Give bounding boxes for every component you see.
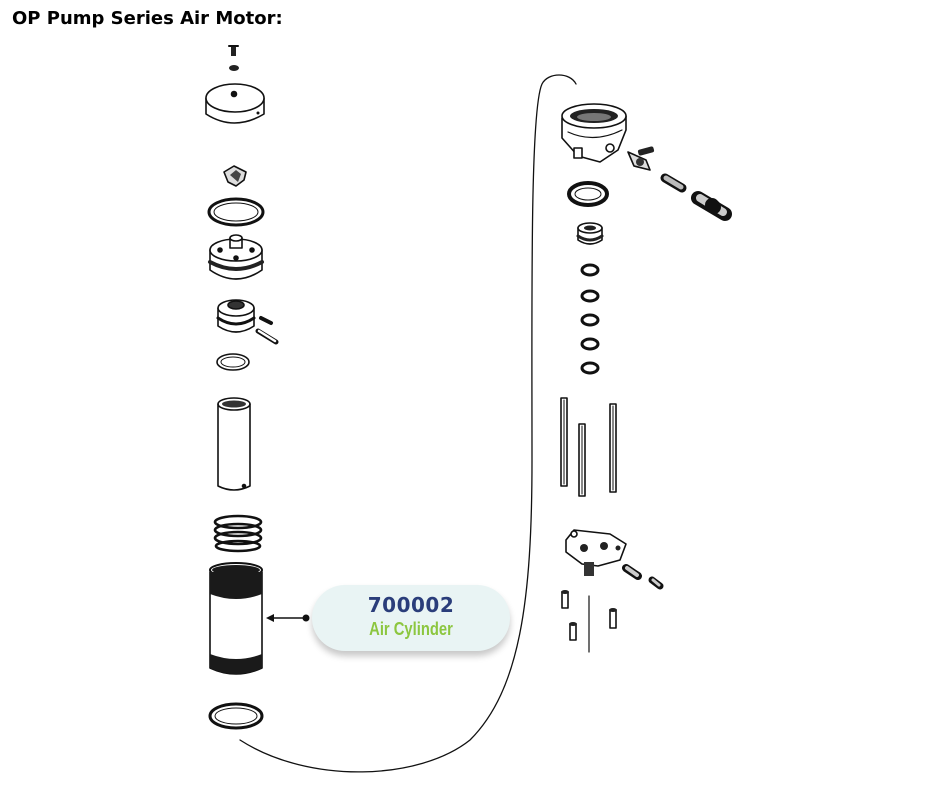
- gasket: [567, 181, 609, 207]
- coupler-fitting: [691, 191, 732, 221]
- pin-and-rod: [255, 316, 279, 345]
- o-ring-upper: [207, 197, 265, 227]
- small-washer: [229, 65, 239, 71]
- air-cylinder: [209, 562, 263, 675]
- o-ring-lower: [208, 702, 264, 730]
- inner-sleeve: [217, 397, 251, 491]
- manifold-housing: [561, 103, 627, 163]
- page-title: OP Pump Series Air Motor:: [12, 8, 283, 29]
- tie-rods: [560, 397, 617, 497]
- seal-stack: [580, 263, 600, 375]
- top-screw: [228, 45, 239, 56]
- bottom-screws: [561, 590, 617, 641]
- callout-arrow: [266, 614, 310, 622]
- part-name: Air Cylinder: [369, 619, 453, 639]
- base-fittings: [622, 564, 664, 590]
- hex-nut: [576, 222, 604, 245]
- flat-washer: [216, 353, 250, 371]
- top-cap: [205, 83, 265, 124]
- valve-fitting: [627, 146, 655, 171]
- piston-head: [208, 234, 264, 280]
- base-block: [565, 529, 627, 576]
- spring: [213, 514, 263, 553]
- part-callout: 700002 Air Cylinder: [312, 585, 510, 651]
- nipple-fitting: [660, 173, 687, 193]
- part-number: 700002: [367, 593, 455, 617]
- valve-spool: [216, 299, 256, 333]
- pilot-valve-part: [223, 165, 247, 187]
- connector-line: [239, 74, 577, 773]
